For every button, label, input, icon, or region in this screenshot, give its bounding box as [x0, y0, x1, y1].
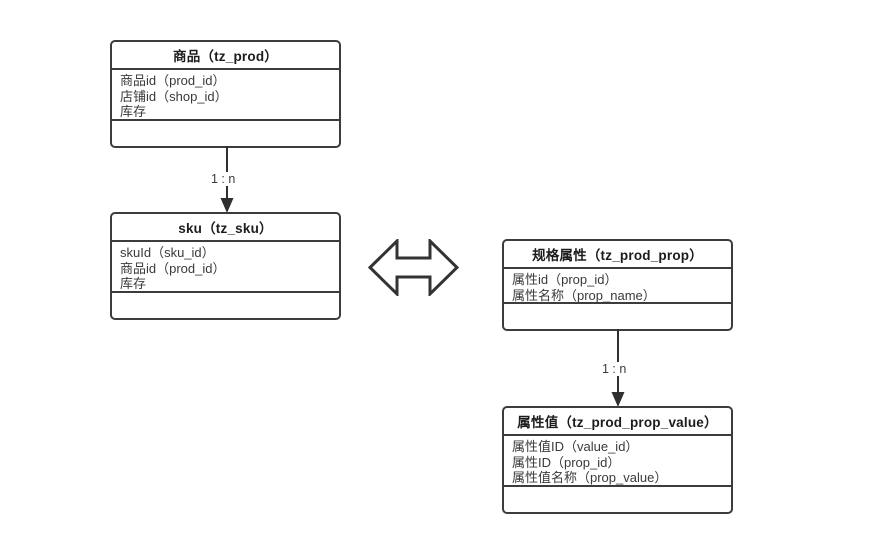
- entity-tz-prod-prop[interactable]: 规格属性（tz_prod_prop） 属性id（prop_id） 属性名称（pr…: [502, 239, 733, 331]
- entity-field: 商品id（prod_id）: [120, 73, 226, 88]
- entity-field: 库存: [120, 276, 147, 291]
- entity-title-tz-prod-prop: 规格属性（tz_prod_prop）: [504, 241, 731, 269]
- entity-title-tz-prod: 商品（tz_prod）: [112, 42, 339, 70]
- entity-field: 属性值ID（value_id）: [512, 439, 639, 454]
- entity-field: 店铺id（shop_id）: [120, 88, 228, 104]
- entity-tz-prod[interactable]: 商品（tz_prod） 商品id（prod_id） 店铺id（shop_id） …: [110, 40, 341, 148]
- entity-tz-prod-prop-value[interactable]: 属性值（tz_prod_prop_value） 属性值ID（value_id） …: [502, 406, 733, 514]
- entity-field: skuId（sku_id）: [120, 245, 215, 260]
- connector-label-prod-to-sku: 1 : n: [208, 172, 239, 186]
- entity-field: 商品id（prod_id）: [120, 260, 226, 276]
- entity-field: 属性id（prop_id）: [512, 272, 618, 287]
- entity-field: 属性名称（prop_name）: [512, 287, 656, 303]
- entity-tz-sku[interactable]: sku（tz_sku） skuId（sku_id） 商品id（prod_id） …: [110, 212, 341, 320]
- entity-fields-tz-sku: skuId（sku_id） 商品id（prod_id） 库存: [112, 242, 339, 293]
- entity-field: 库存: [120, 104, 147, 119]
- entity-fields-tz-prod-prop-value: 属性值ID（value_id） 属性ID（prop_id） 属性值名称（prop…: [504, 436, 731, 487]
- entity-methods-tz-prod-prop-value: [504, 487, 731, 512]
- entity-methods-tz-sku: [112, 293, 339, 318]
- entity-fields-tz-prod-prop: 属性id（prop_id） 属性名称（prop_name）: [504, 269, 731, 304]
- entity-title-tz-prod-prop-value: 属性值（tz_prod_prop_value）: [504, 408, 731, 436]
- entity-title-tz-sku: sku（tz_sku）: [112, 214, 339, 242]
- entity-field: 属性值名称（prop_value）: [512, 470, 668, 485]
- connector-label-prop-to-propvalue: 1 : n: [599, 362, 630, 376]
- entity-fields-tz-prod: 商品id（prod_id） 店铺id（shop_id） 库存: [112, 70, 339, 121]
- entity-field: 属性ID（prop_id）: [512, 454, 621, 470]
- entity-methods-tz-prod-prop: [504, 304, 731, 329]
- entity-methods-tz-prod: [112, 121, 339, 146]
- bidirectional-arrow-icon: [368, 239, 459, 296]
